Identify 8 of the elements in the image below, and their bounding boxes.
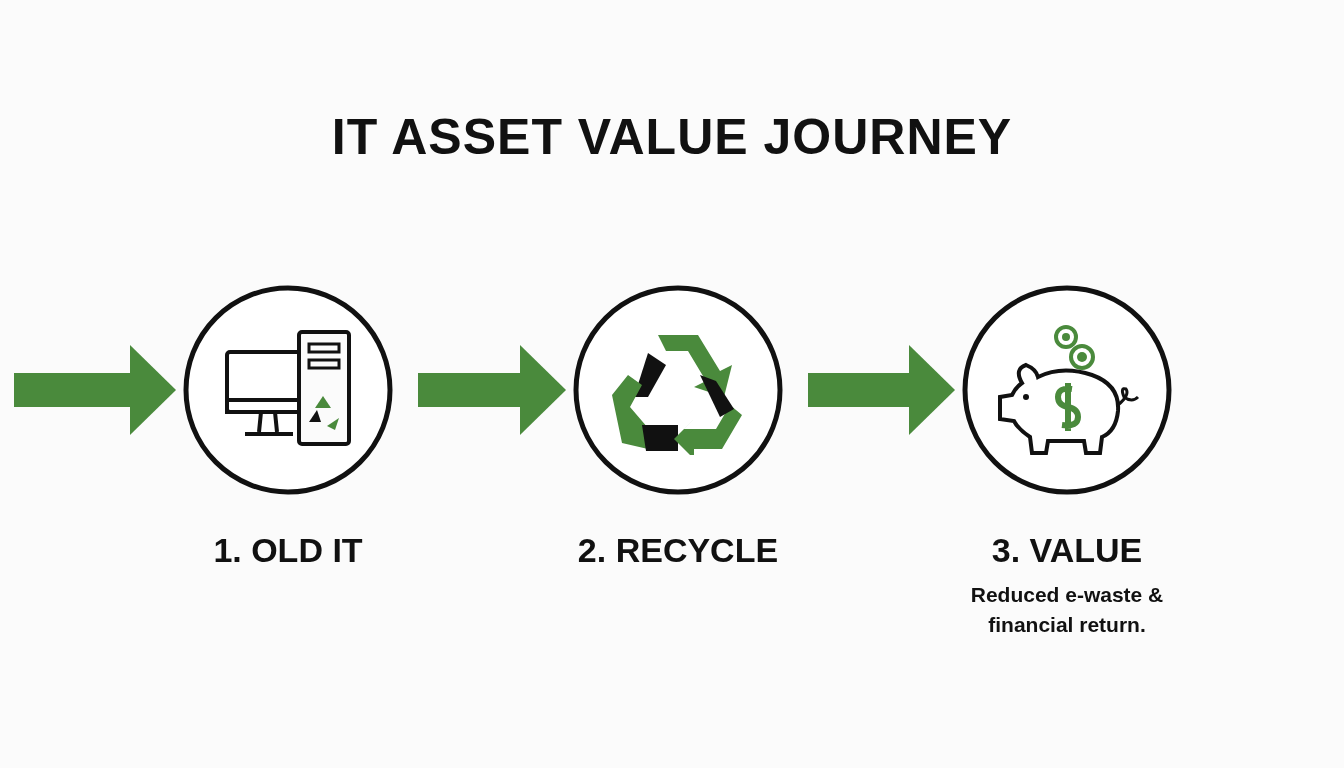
diagram-title: IT ASSET VALUE JOURNEY <box>331 109 1013 165</box>
step-label: 1. OLD IT <box>213 531 363 570</box>
arrow <box>14 345 176 435</box>
arrow <box>808 345 955 435</box>
step-label: 2. RECYCLE <box>577 531 779 570</box>
step-description: Reduced e-waste & financial return. <box>969 582 1165 639</box>
step-label: 3. VALUE <box>991 531 1143 570</box>
arrow <box>418 345 566 435</box>
